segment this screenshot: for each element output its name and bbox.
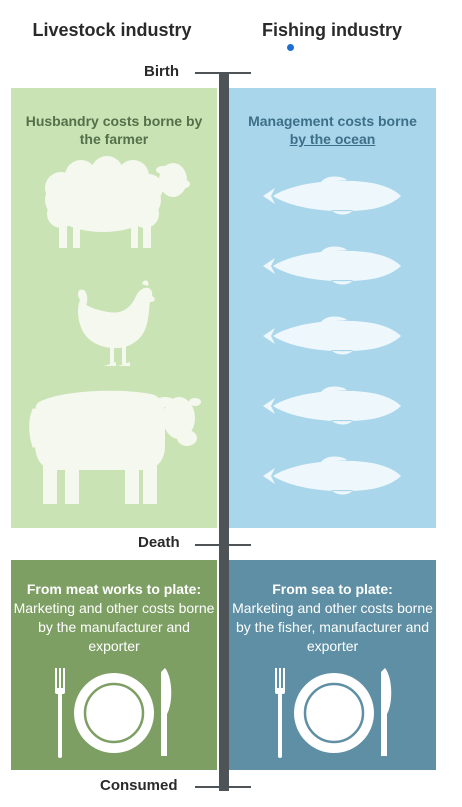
livestock-plate-panel: From meat works to plate: Marketing and … [11, 560, 217, 770]
fishing-column-header: Fishing industry [222, 20, 442, 41]
death-label: Death [138, 534, 180, 551]
birth-tick [195, 72, 251, 74]
fish-icon [263, 317, 401, 355]
birth-label: Birth [144, 63, 179, 80]
fishing-plate-description: Marketing and other costs borne by the f… [232, 600, 433, 654]
cursor-dot [287, 44, 294, 51]
livestock-plate-description: Marketing and other costs borne by the m… [14, 600, 215, 654]
livestock-husbandry-title: Husbandry costs borne by the farmer [11, 112, 217, 148]
fishing-plate-text: From sea to plate: Marketing and other c… [229, 580, 436, 656]
fish-icon [263, 177, 401, 215]
chicken-icon [76, 278, 156, 370]
sheep-icon [41, 158, 191, 248]
fishing-plate-title: From sea to plate: [229, 580, 436, 599]
fishing-plate-panel: From sea to plate: Marketing and other c… [229, 560, 436, 770]
fish-group [229, 88, 436, 528]
cow-icon [31, 384, 201, 508]
plate-cutlery-icon [269, 668, 399, 758]
livestock-plate-text: From meat works to plate: Marketing and … [11, 580, 217, 656]
livestock-plate-title: From meat works to plate: [11, 580, 217, 599]
consumed-tick [195, 786, 251, 788]
fish-icon [263, 457, 401, 495]
fish-icon [263, 247, 401, 285]
death-tick [195, 544, 251, 546]
plate-cutlery-icon [49, 668, 179, 758]
livestock-column-header: Livestock industry [2, 20, 222, 41]
consumed-label: Consumed [100, 777, 178, 794]
livestock-husbandry-panel: Husbandry costs borne by the farmer [11, 88, 217, 528]
fishing-management-panel: Management costs borne by the ocean [229, 88, 436, 528]
fish-icon [263, 387, 401, 425]
timeline-axis [219, 73, 229, 791]
